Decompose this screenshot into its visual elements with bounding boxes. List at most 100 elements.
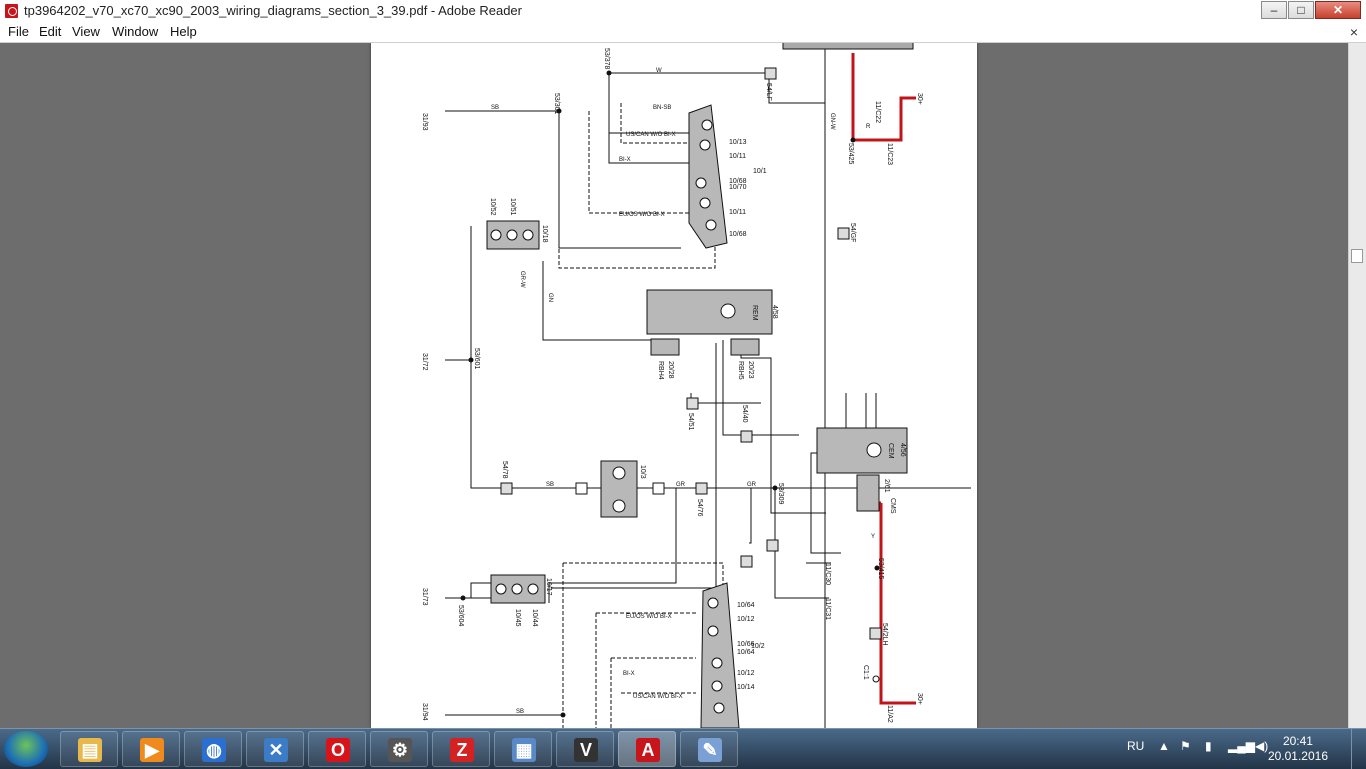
label-54-2lh: 54/2LH <box>881 623 888 646</box>
label-10-68a: 10/68 <box>729 178 747 185</box>
taskbar-app-pdf[interactable]: A <box>618 731 676 767</box>
label-10-68b: 10/68 <box>729 231 747 238</box>
start-button[interactable] <box>4 731 48 767</box>
wire-sb-lower <box>470 226 971 489</box>
label-53-301: 53/301 <box>553 93 560 115</box>
label-10-51: 10/51 <box>509 198 516 216</box>
label-53-425: 53/425 <box>847 143 854 165</box>
clock-date: 20.01.2016 <box>1267 749 1328 763</box>
label-10-17: 10/17 <box>545 578 552 596</box>
network-icon[interactable]: ▂▄▆ <box>1228 739 1255 753</box>
taskbar-app-explorer[interactable]: ▤ <box>60 731 118 767</box>
wire-label-sb3: SB <box>516 709 524 715</box>
lamp-cluster-10-2 <box>700 582 740 728</box>
taskbar-app-opera[interactable]: O <box>308 731 366 767</box>
menu-file[interactable]: File <box>8 24 29 39</box>
label-10-64b: 10/64 <box>737 649 755 656</box>
adobe-reader-icon <box>5 4 18 18</box>
wire-label-us-can-2: US/CAN W/O BI-X <box>633 694 683 700</box>
wire-w-top <box>609 72 825 104</box>
tray-expand-icon[interactable]: ▲ <box>1158 739 1170 753</box>
label-53-604: 53/604 <box>457 605 464 627</box>
label-20-28: 20/28 <box>667 361 674 379</box>
scroll-thumb[interactable] <box>1351 249 1363 263</box>
label-rbh5: RBH5 <box>737 361 744 380</box>
language-indicator[interactable]: RU <box>1127 739 1145 753</box>
wire-label-y: Y <box>871 534 875 540</box>
label-10-11b: 10/11 <box>729 209 746 216</box>
globe-icon: ◍ <box>202 738 226 762</box>
cem-module <box>816 427 908 474</box>
close-button[interactable]: ✕ <box>1315 1 1361 19</box>
x-icon: ✕ <box>264 738 288 762</box>
label-10-13: 10/13 <box>729 139 747 146</box>
taskbar-app-media[interactable]: ▶ <box>122 731 180 767</box>
label-30-bottom: 30+ <box>916 693 923 705</box>
label-54-78: 54/78 <box>501 461 508 479</box>
taskbar-app-paint[interactable]: ✎ <box>680 731 738 767</box>
wire-label-bix-2: BI-X <box>623 671 635 677</box>
label-cem: CEM <box>887 443 894 459</box>
taskbar-app-v[interactable]: V <box>556 731 614 767</box>
label-c1-1: C1:1 <box>862 665 869 680</box>
menu-window[interactable]: Window <box>112 24 159 39</box>
wire-label-eu-os: EU/OS W/O BI-X <box>619 212 665 218</box>
pdf-icon: A <box>636 738 660 762</box>
label-11-c31: 11/C31 <box>824 598 831 620</box>
label-10-45: 10/45 <box>514 609 521 627</box>
label-53-601: 53/601 <box>473 348 480 370</box>
wiring-diagram: 31/93 31/72 31/73 31/94 53/301 53/378 53… <box>421 43 971 728</box>
taskbar-app-x[interactable]: ✕ <box>246 731 304 767</box>
label-10-66: 10/66 <box>737 641 755 648</box>
close-document-icon[interactable]: × <box>1349 24 1358 40</box>
label-20-23: 20/23 <box>747 361 754 379</box>
label-31-72: 31/72 <box>421 353 428 371</box>
battery-icon[interactable]: ▮ <box>1205 739 1212 753</box>
menu-view[interactable]: View <box>72 24 100 39</box>
label-10-52: 10/52 <box>489 198 496 216</box>
wire-label-gn: GN <box>547 293 553 302</box>
label-10-11a: 10/11 <box>729 153 746 160</box>
document-viewport[interactable]: 31/93 31/72 31/73 31/94 53/301 53/378 53… <box>0 43 1349 728</box>
maximize-button[interactable]: □ <box>1288 1 1314 19</box>
label-11-c22: 11/C22 <box>874 101 881 123</box>
label-11-c23: 11/C23 <box>886 143 893 165</box>
wire-label-eu-os-2: EU/OS W/O BI-X <box>626 614 672 620</box>
z-icon: Z <box>450 738 474 762</box>
label-10-12b: 10/12 <box>737 670 755 677</box>
taskbar-app-settings[interactable]: ⚙ <box>370 731 428 767</box>
label-54-40: 54/40 <box>741 405 748 423</box>
label-2-61: 2/61 <box>883 479 890 493</box>
flag-icon[interactable]: ⚑ <box>1180 739 1191 753</box>
top-connector-block <box>782 43 914 50</box>
wire-w-mid <box>722 340 799 436</box>
media-icon: ▶ <box>140 738 164 762</box>
relay-rbh5 <box>730 338 760 356</box>
taskbar-app-globe[interactable]: ◍ <box>184 731 242 767</box>
pdf-page: 31/93 31/72 31/73 31/94 53/301 53/378 53… <box>371 43 977 728</box>
show-desktop-button[interactable] <box>1351 729 1366 769</box>
vertical-scrollbar[interactable] <box>1348 43 1366 728</box>
clock[interactable]: 20:41 20.01.2016 <box>1268 734 1328 764</box>
taskbar-app-calc[interactable]: ▦ <box>494 731 552 767</box>
menu-help[interactable]: Help <box>170 24 197 39</box>
wire-gn <box>542 261 653 341</box>
rem-module <box>646 289 773 335</box>
menu-bar: File Edit View Window Help × <box>0 22 1366 43</box>
wire-label-w1: W <box>656 68 662 74</box>
label-54-gf: 54/GF <box>849 223 856 242</box>
explorer-icon: ▤ <box>78 738 102 762</box>
settings-icon: ⚙ <box>388 738 412 762</box>
clock-time: 20:41 <box>1282 734 1313 748</box>
volume-icon[interactable]: ◀) <box>1255 739 1269 753</box>
menu-edit[interactable]: Edit <box>39 24 62 39</box>
label-10-3: 10/3 <box>639 465 646 479</box>
lamp-cluster-10-1 <box>688 104 728 249</box>
label-31-94: 31/94 <box>421 703 428 721</box>
wire-label-gr2: GR <box>747 482 757 488</box>
label-rem: REM <box>751 305 758 321</box>
wire-red-top <box>851 53 916 142</box>
minimize-button[interactable]: – <box>1261 1 1287 19</box>
taskbar-app-z[interactable]: Z <box>432 731 490 767</box>
